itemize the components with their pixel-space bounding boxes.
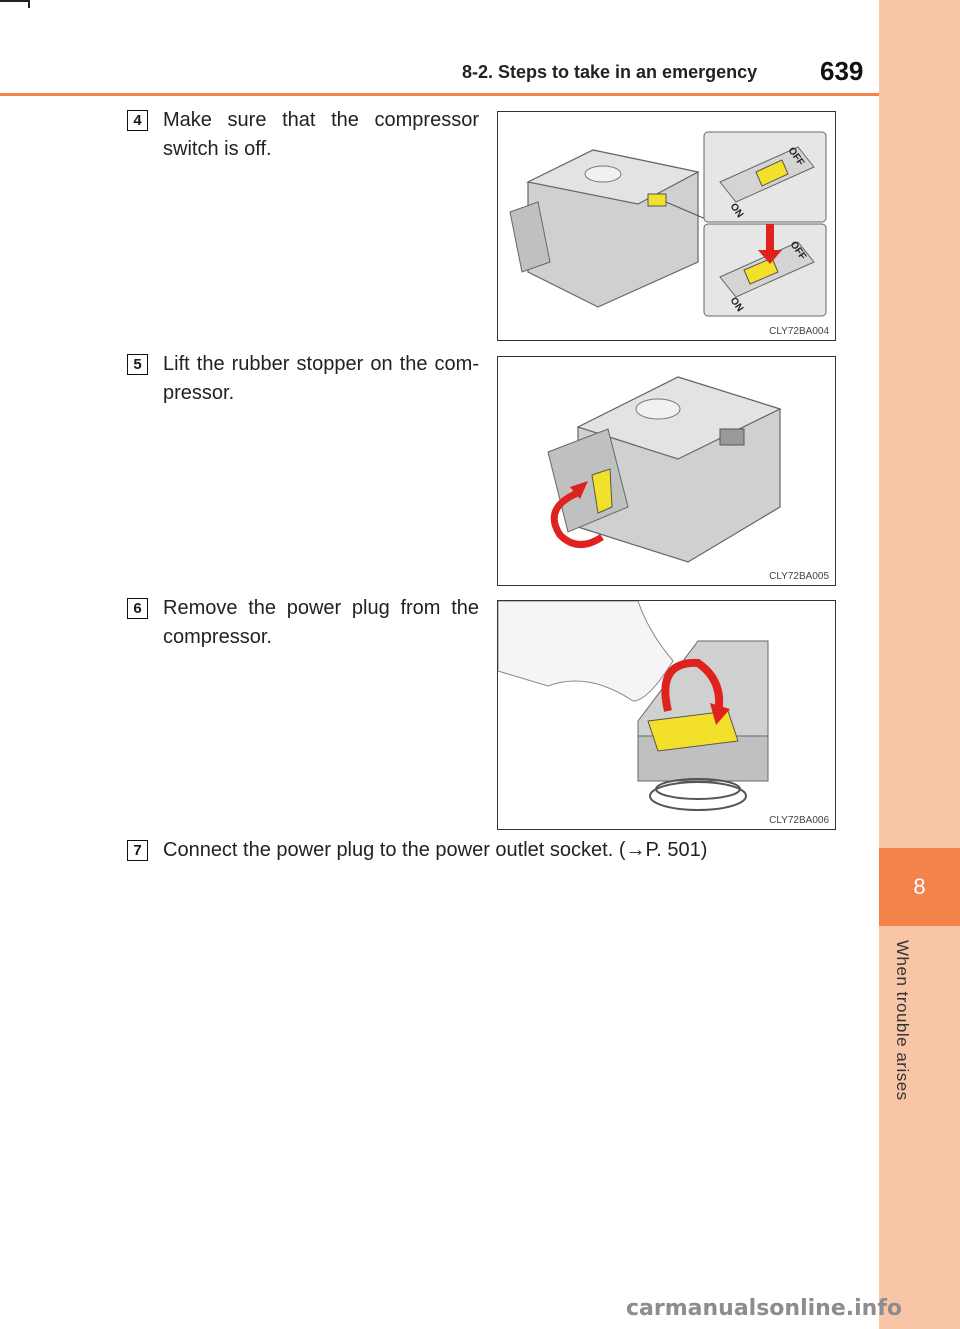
step-text: Make sure that the compressor switch is … (163, 109, 479, 160)
step-text: Connect the power plug to the power outl… (163, 839, 708, 861)
chapter-number: 8 (879, 848, 960, 926)
watermark: carmanualsonline.info (626, 1296, 902, 1321)
step-number: 7 (127, 840, 148, 861)
compressor-switch-illustration: ON OFF ON OFF (509, 131, 827, 317)
chapter-title: When trouble arises (893, 940, 912, 1101)
header-rule (0, 93, 879, 96)
page-number: 639 (820, 56, 864, 86)
crop-mark (0, 0, 30, 2)
power-plug-illustration (498, 601, 769, 811)
chapter-side-tab (879, 0, 960, 1329)
step-number: 6 (127, 598, 148, 619)
step-number: 5 (127, 354, 148, 375)
figure-code: CLY72BA006 (769, 815, 829, 826)
compressor-switch-figure: ON OFF ON OFF CLY72BA004 (497, 111, 836, 341)
crop-mark (28, 0, 30, 8)
figure-code: CLY72BA004 (769, 326, 829, 337)
figure-code: CLY72BA005 (769, 571, 829, 582)
step-number: 4 (127, 110, 148, 131)
step-text: Remove the power plug from the compresso… (163, 597, 479, 648)
rubber-stopper-illustration (547, 376, 782, 563)
power-plug-figure: CLY72BA006 (497, 600, 836, 830)
step-text: Lift the rubber stopper on the com-press… (163, 353, 479, 404)
rubber-stopper-figure: CLY72BA005 (497, 356, 836, 586)
section-title: 8-2. Steps to take in an emergency (462, 62, 758, 82)
